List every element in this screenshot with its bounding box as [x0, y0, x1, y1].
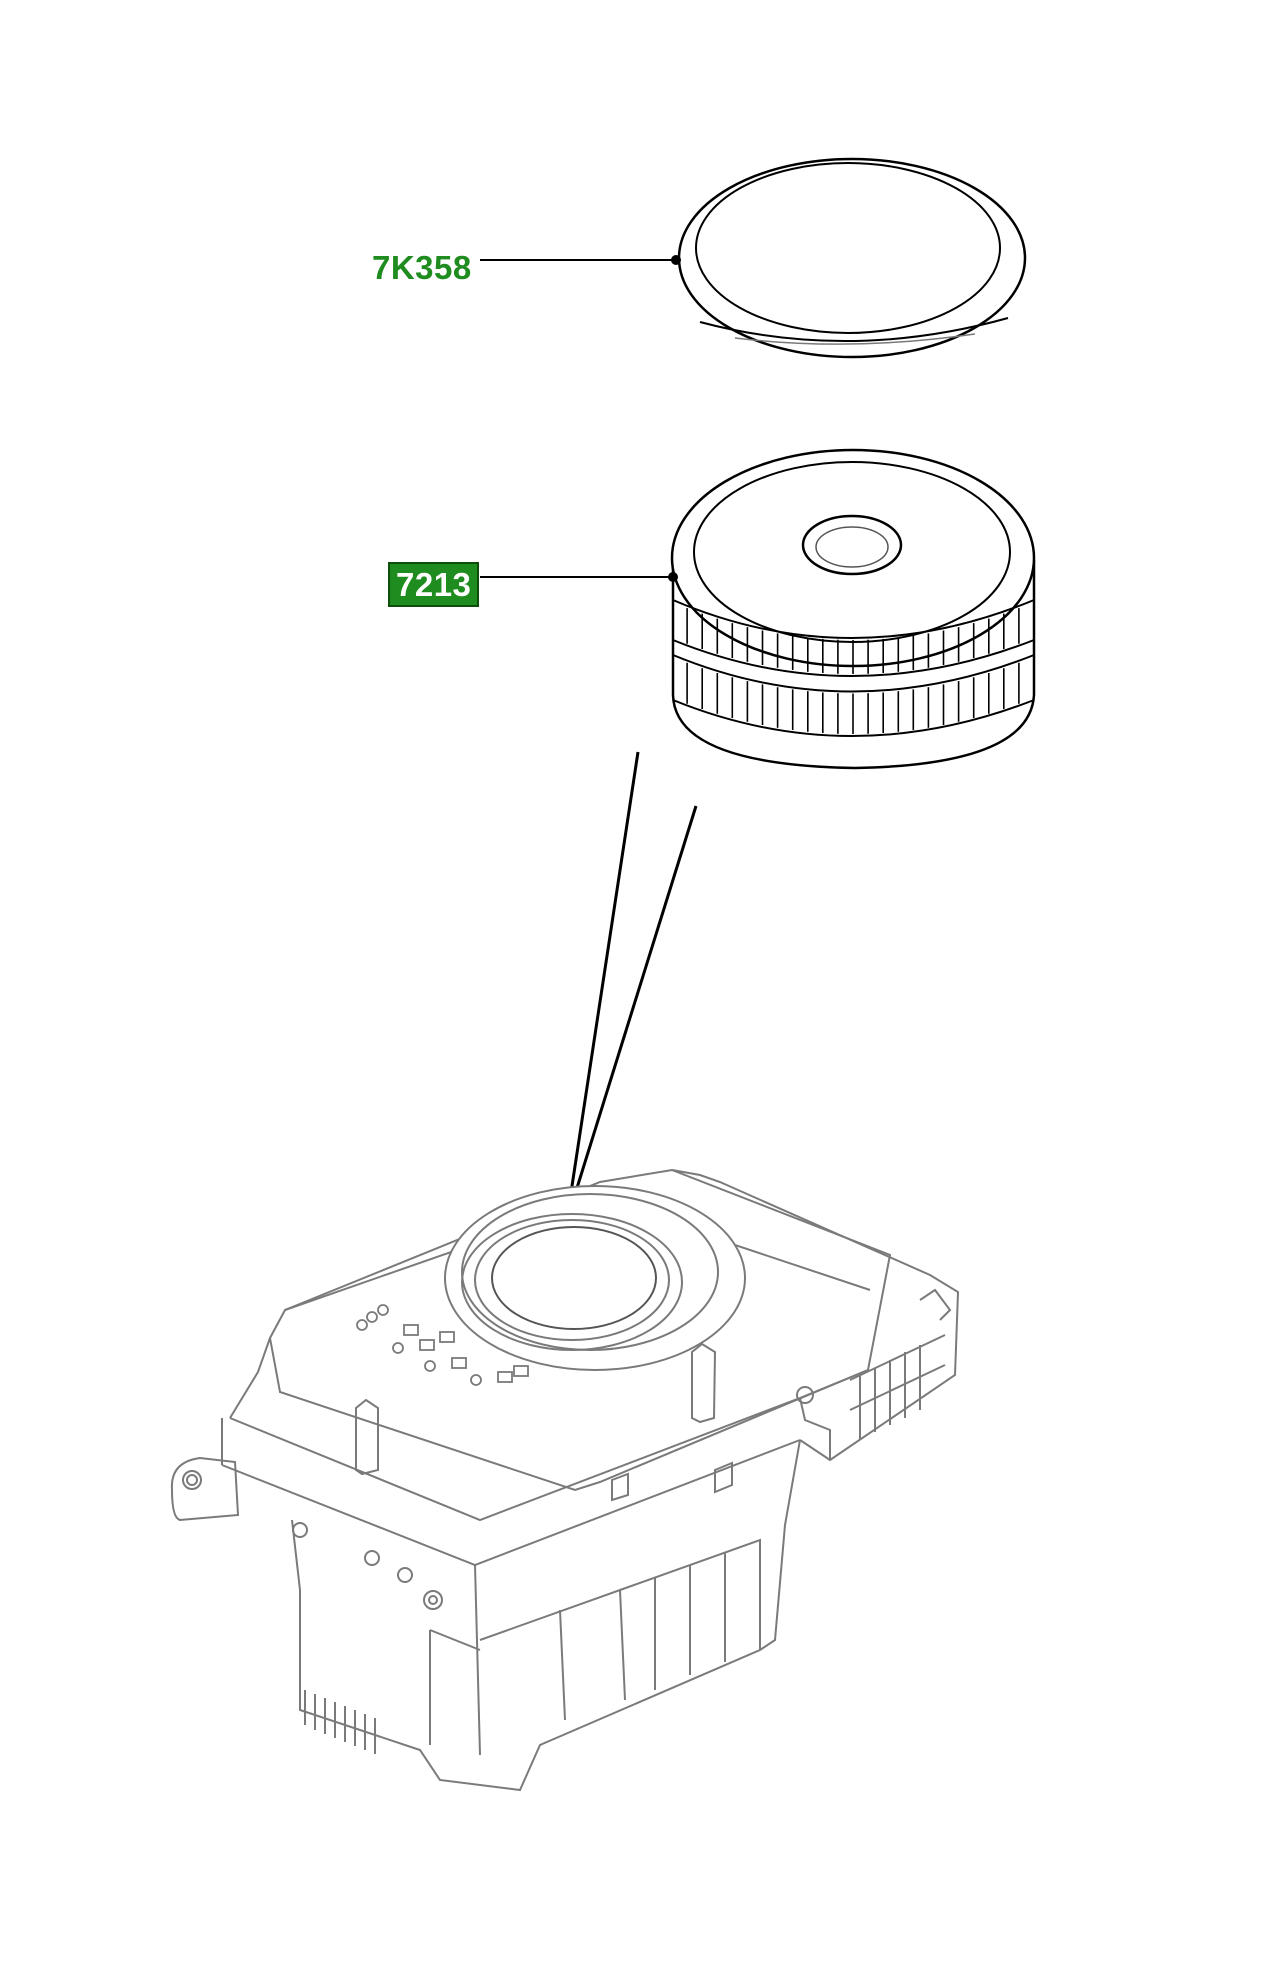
callout-part-7213[interactable]: 7213 — [388, 562, 480, 607]
gear-selector-module — [170, 1168, 960, 1792]
assembly-lines — [560, 751, 698, 1237]
cap-disc-part — [677, 157, 1027, 359]
callout-part-7k358[interactable]: 7K358 — [372, 249, 472, 286]
knurled-knob-part — [670, 448, 1036, 770]
leader-lines — [480, 255, 681, 582]
